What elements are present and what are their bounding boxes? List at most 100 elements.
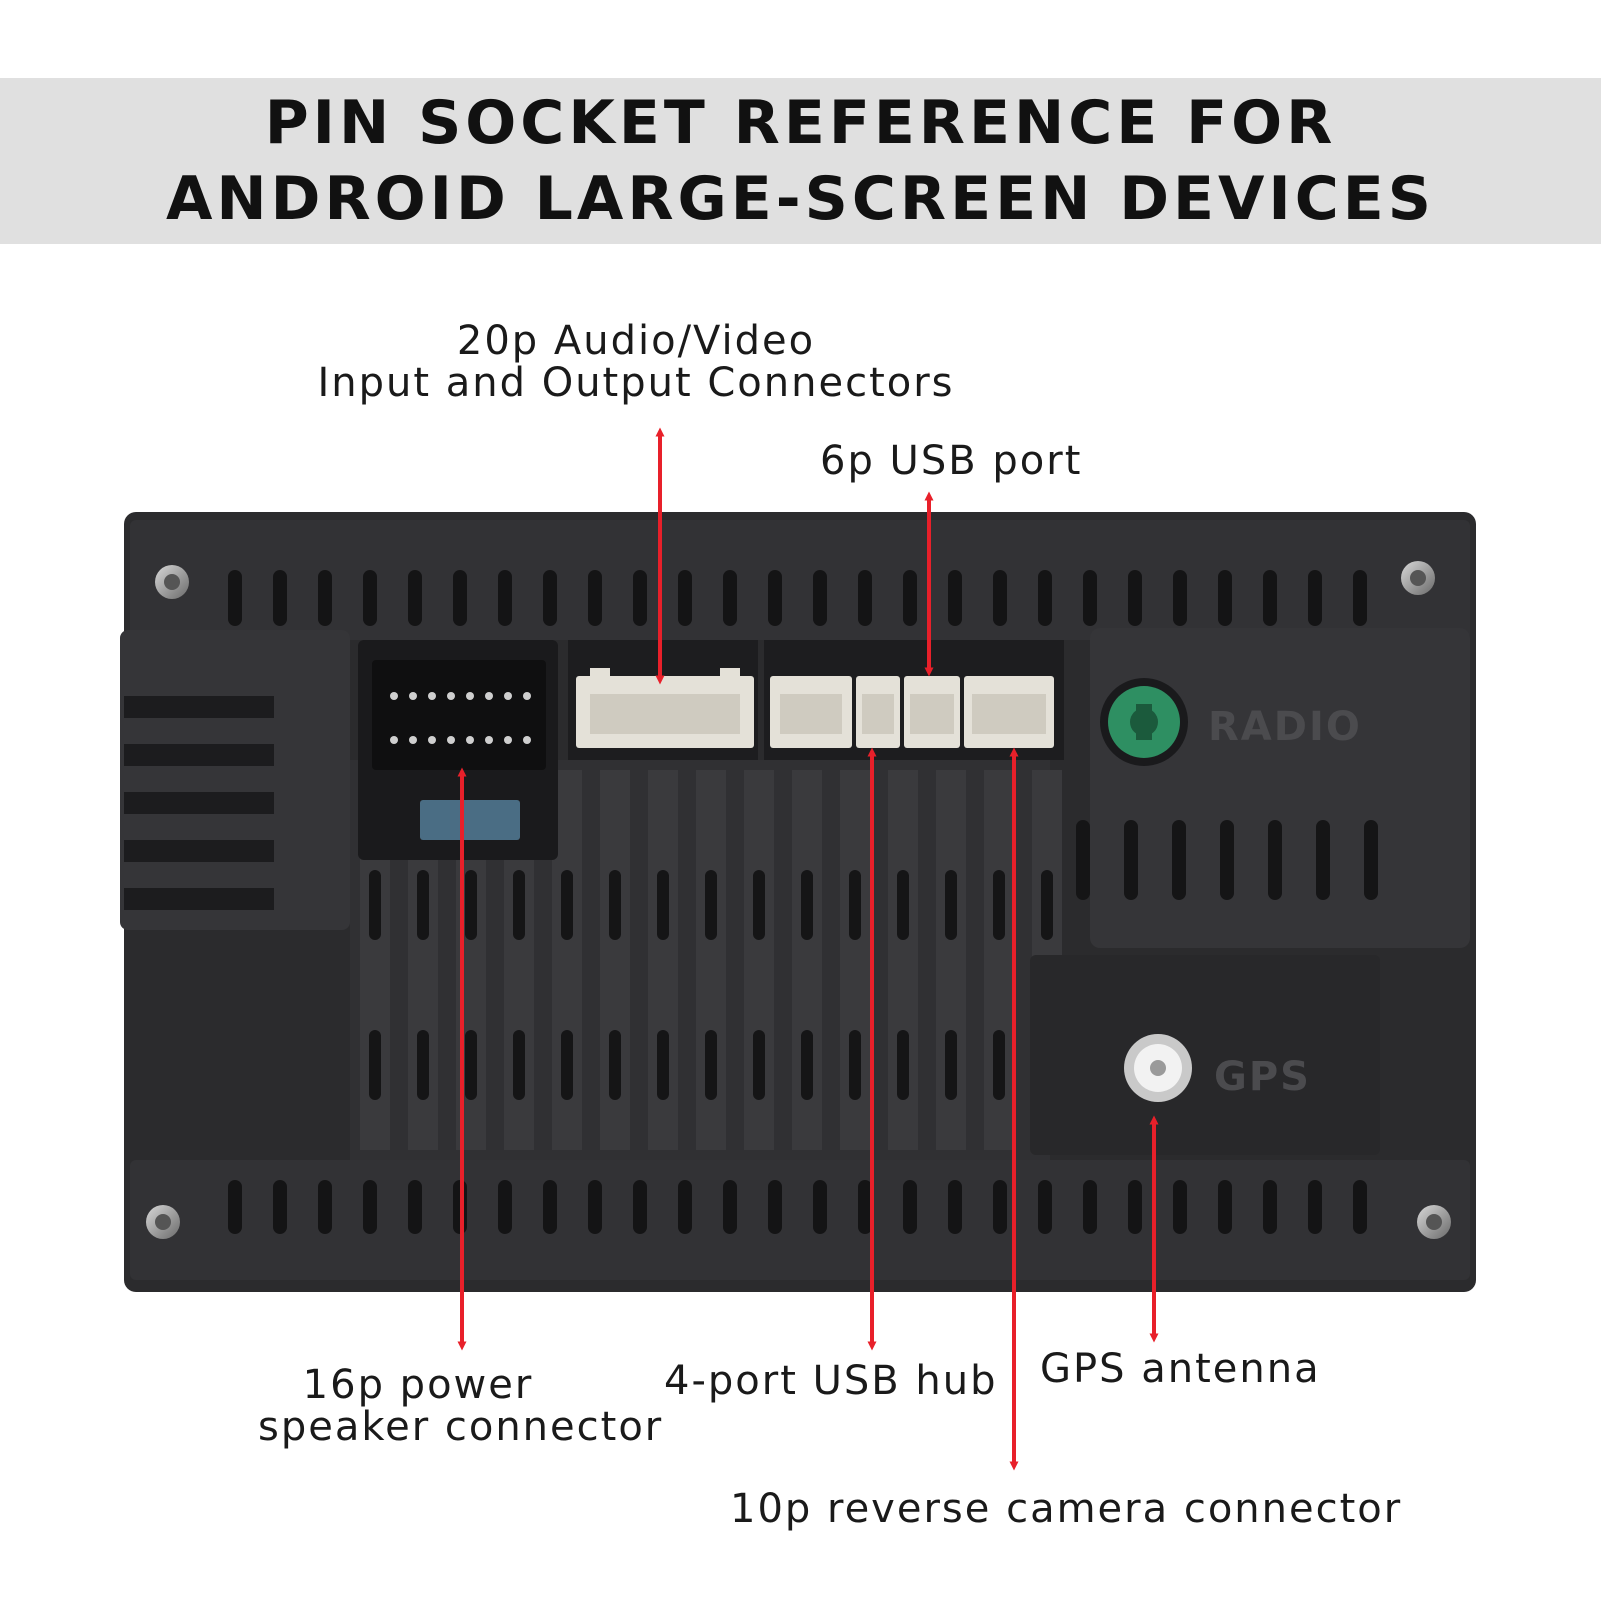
connector-pin xyxy=(523,692,531,700)
connector-cavity xyxy=(972,694,1046,734)
vent-slot xyxy=(993,570,1007,626)
vent-slot xyxy=(1038,1180,1052,1234)
heatsink-fin xyxy=(124,888,274,910)
rib-slot xyxy=(801,870,813,940)
rib-slot xyxy=(849,870,861,940)
title-band: PIN SOCKET REFERENCE FOR ANDROID LARGE-S… xyxy=(0,78,1601,244)
vent-slot xyxy=(1263,570,1277,626)
vent-slot xyxy=(813,570,827,626)
vent-slot xyxy=(1128,570,1142,626)
rib-slot xyxy=(609,870,621,940)
vent-slot xyxy=(723,570,737,626)
top-vent-slots xyxy=(228,570,1367,626)
callout-usb-6p-text: 6p USB port xyxy=(820,438,1083,484)
rib-slot xyxy=(1316,820,1330,900)
vent-slot xyxy=(858,1180,872,1234)
vent-slot xyxy=(1173,570,1187,626)
connector-pin xyxy=(504,692,512,700)
vent-slot xyxy=(903,570,917,626)
callout-power-line2: speaker connector xyxy=(258,1404,664,1450)
rib-slot xyxy=(705,870,717,940)
vent-slot xyxy=(318,570,332,626)
vent-slot xyxy=(1308,1180,1322,1234)
heatsink-fin xyxy=(124,792,274,814)
vent-slot xyxy=(228,1180,242,1234)
vent-slot xyxy=(1263,1180,1277,1234)
connector-pin xyxy=(409,736,417,744)
rib-slot xyxy=(369,870,381,940)
rib-slot xyxy=(513,1030,525,1100)
rib-slot xyxy=(753,1030,765,1100)
rib-slot xyxy=(945,1030,957,1100)
vent-slot xyxy=(543,570,557,626)
vent-slot xyxy=(993,1180,1007,1234)
screw-icon xyxy=(155,565,189,599)
callout-usb-hub: 4-port USB hub xyxy=(664,1360,996,1402)
vent-slot xyxy=(498,570,512,626)
rib-slot xyxy=(897,1030,909,1100)
callout-usb-6p: 6p USB port xyxy=(820,440,1080,482)
heatsink-fin xyxy=(124,696,274,718)
vent-slot xyxy=(273,1180,287,1234)
vent-slot xyxy=(453,570,467,626)
vent-slot xyxy=(948,570,962,626)
connector-pin xyxy=(428,736,436,744)
callout-camera-connector: 10p reverse camera connector xyxy=(730,1486,1403,1532)
title-line-2: ANDROID LARGE-SCREEN DEVICES xyxy=(166,164,1435,234)
vent-slot xyxy=(1038,570,1052,626)
rib-slot xyxy=(1124,820,1138,900)
screw-icon xyxy=(1417,1205,1451,1239)
vent-slot xyxy=(678,1180,692,1234)
connector-pin xyxy=(466,692,474,700)
callout-gps-antenna: GPS antenna xyxy=(1040,1348,1320,1390)
callout-camera-text: 10p reverse camera connector xyxy=(730,1486,1403,1532)
vent-slot xyxy=(633,570,647,626)
vent-slot xyxy=(318,1180,332,1234)
rib-slot xyxy=(657,870,669,940)
vent-slot xyxy=(1173,1180,1187,1234)
rib-slot xyxy=(753,870,765,940)
connector-pin xyxy=(447,736,455,744)
vent-slot xyxy=(228,570,242,626)
vent-slot xyxy=(588,570,602,626)
rib-slot xyxy=(465,870,477,940)
vent-slot xyxy=(1128,1180,1142,1234)
rib-slot xyxy=(801,1030,813,1100)
vent-slot xyxy=(408,570,422,626)
vent-slot xyxy=(768,1180,782,1234)
connector-pin xyxy=(523,736,531,744)
vent-slot xyxy=(1218,570,1232,626)
connector-cavity xyxy=(910,694,954,734)
screw-icon xyxy=(1401,561,1435,595)
rib-slot xyxy=(705,1030,717,1100)
vent-slot xyxy=(1083,1180,1097,1234)
right-ribs xyxy=(1076,820,1378,900)
vent-slot xyxy=(1353,570,1367,626)
vent-slot xyxy=(1218,1180,1232,1234)
rib-slot xyxy=(897,870,909,940)
callout-power-line1: 16p power xyxy=(302,1362,534,1408)
rib-slot xyxy=(465,1030,477,1100)
connector-pin xyxy=(466,736,474,744)
vent-slot xyxy=(1083,570,1097,626)
rib-slot xyxy=(993,1030,1005,1100)
connector-pin xyxy=(447,692,455,700)
av-connector-cavity xyxy=(590,694,740,734)
heatsink-fin xyxy=(124,840,274,862)
vent-slot xyxy=(498,1180,512,1234)
power-speaker-socket-face xyxy=(372,660,546,770)
vent-slot xyxy=(723,1180,737,1234)
gps-recess-panel xyxy=(1030,955,1380,1155)
callout-av-line2: Input and Output Connectors xyxy=(317,360,955,406)
callout-av-connectors: 20p Audio/Video Input and Output Connect… xyxy=(316,320,956,404)
gps-label: GPS xyxy=(1214,1054,1311,1100)
connector-pin xyxy=(409,692,417,700)
vent-slot xyxy=(273,570,287,626)
radio-antenna-jack-icon xyxy=(1100,678,1188,766)
connector-latch xyxy=(720,668,740,678)
vent-slot xyxy=(948,1180,962,1234)
connector-pin xyxy=(390,692,398,700)
vent-slot xyxy=(408,1180,422,1234)
vent-slot xyxy=(1308,570,1322,626)
